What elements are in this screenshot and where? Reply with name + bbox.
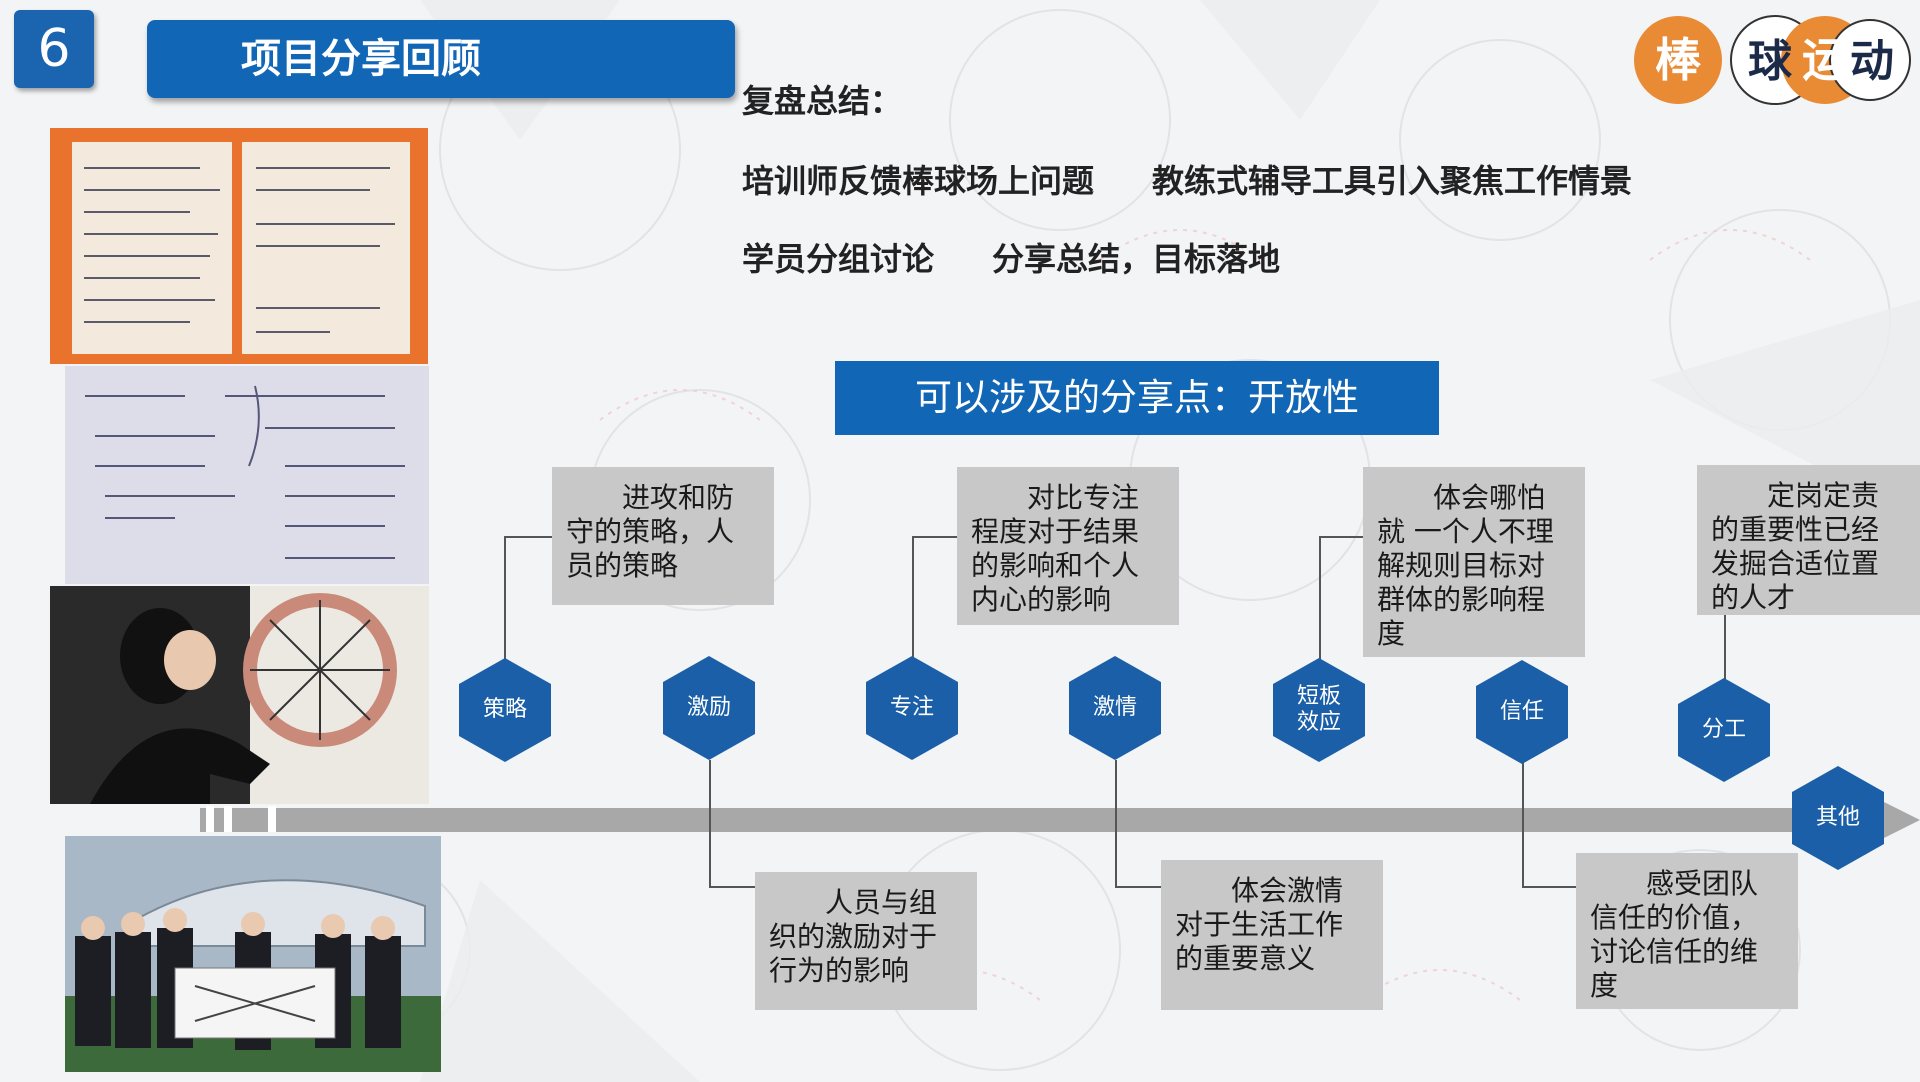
- timeline-arrow: [200, 800, 1920, 840]
- connector-motivation: [709, 760, 711, 888]
- page-title: 项目分享回顾: [147, 20, 735, 98]
- node-focus-label: 专注: [889, 695, 934, 720]
- flipchart-photo-1: [50, 128, 428, 364]
- baseball-sport-logo: 棒 球 运 动: [1634, 15, 1911, 105]
- svg-text:动: 动: [1850, 36, 1894, 87]
- node-trust: 信任: [1476, 660, 1568, 764]
- connector-division: [1724, 614, 1726, 680]
- connector-short-board: [1319, 536, 1365, 538]
- card-trust: 感受团队信任的价值，讨论信任的维度: [1576, 853, 1798, 1009]
- connector-trust: [1522, 762, 1524, 888]
- node-division-of-labor: 分工: [1678, 678, 1770, 782]
- node-other: 其他: [1792, 766, 1884, 870]
- summary-heading: 复盘总结：: [742, 82, 903, 120]
- card-short-board: 体会哪怕就 一个人不理解规则目标对群体的影响程度: [1363, 467, 1585, 657]
- connector-passion: [1115, 760, 1117, 888]
- connector-focus: [912, 536, 958, 538]
- connector-passion: [1115, 886, 1161, 888]
- share-points-header: 可以涉及的分享点：开放性: [835, 361, 1439, 435]
- slide-number-badge: 6: [14, 10, 94, 88]
- timeline-tick: [224, 806, 232, 832]
- svg-text:棒: 棒: [1655, 33, 1702, 87]
- node-short-board-effect: 短板 效应: [1273, 658, 1365, 762]
- timeline-tick: [268, 806, 276, 832]
- card-strategy: 进攻和防守的策略，人员的策略: [552, 467, 774, 605]
- card-division: 定岗定责的重要性已经发掘合适位置的人才: [1697, 465, 1920, 615]
- svg-text:球: 球: [1748, 36, 1793, 87]
- timeline-tick: [206, 806, 214, 832]
- node-focus: 专注: [866, 656, 958, 760]
- node-strategy: 策略: [459, 658, 551, 762]
- node-motivation: 激励: [663, 656, 755, 760]
- connector-strategy: [504, 536, 506, 660]
- summary-item-goal-landing: 分享总结，目标落地: [992, 240, 1281, 278]
- node-motivation-label: 激励: [686, 695, 731, 720]
- team-group-photo: [65, 836, 441, 1072]
- node-other-label: 其他: [1815, 805, 1860, 830]
- summary-item-trainer-feedback: 培训师反馈棒球场上问题: [742, 162, 1095, 200]
- summary-item-coaching-tools: 教练式辅导工具引入聚焦工作情景: [1152, 162, 1633, 200]
- card-passion: 体会激情对于生活工作的重要意义: [1161, 860, 1383, 1010]
- node-strategy-label: 策略: [482, 697, 527, 722]
- svg-text:运: 运: [1802, 33, 1848, 87]
- connector-strategy: [504, 536, 554, 538]
- node-passion: 激情: [1069, 656, 1161, 760]
- presenter-drawing-photo: [50, 586, 429, 804]
- node-trust-label: 信任: [1499, 699, 1544, 724]
- summary-item-group-discussion: 学员分组讨论: [742, 240, 935, 278]
- connector-trust: [1522, 886, 1576, 888]
- card-motivation: 人员与组织的激励对于行为的影响: [755, 872, 977, 1010]
- connector-focus: [912, 536, 914, 660]
- whiteboard-notes-photo: [65, 366, 429, 584]
- node-division-label: 分工: [1701, 717, 1746, 742]
- card-focus: 对比专注程度对于结果的影响和个人内心的影响: [957, 467, 1179, 625]
- node-short-board-label: 短板 效应: [1296, 684, 1341, 735]
- connector-short-board: [1319, 536, 1321, 660]
- connector-motivation: [709, 886, 755, 888]
- node-passion-label: 激情: [1092, 695, 1137, 720]
